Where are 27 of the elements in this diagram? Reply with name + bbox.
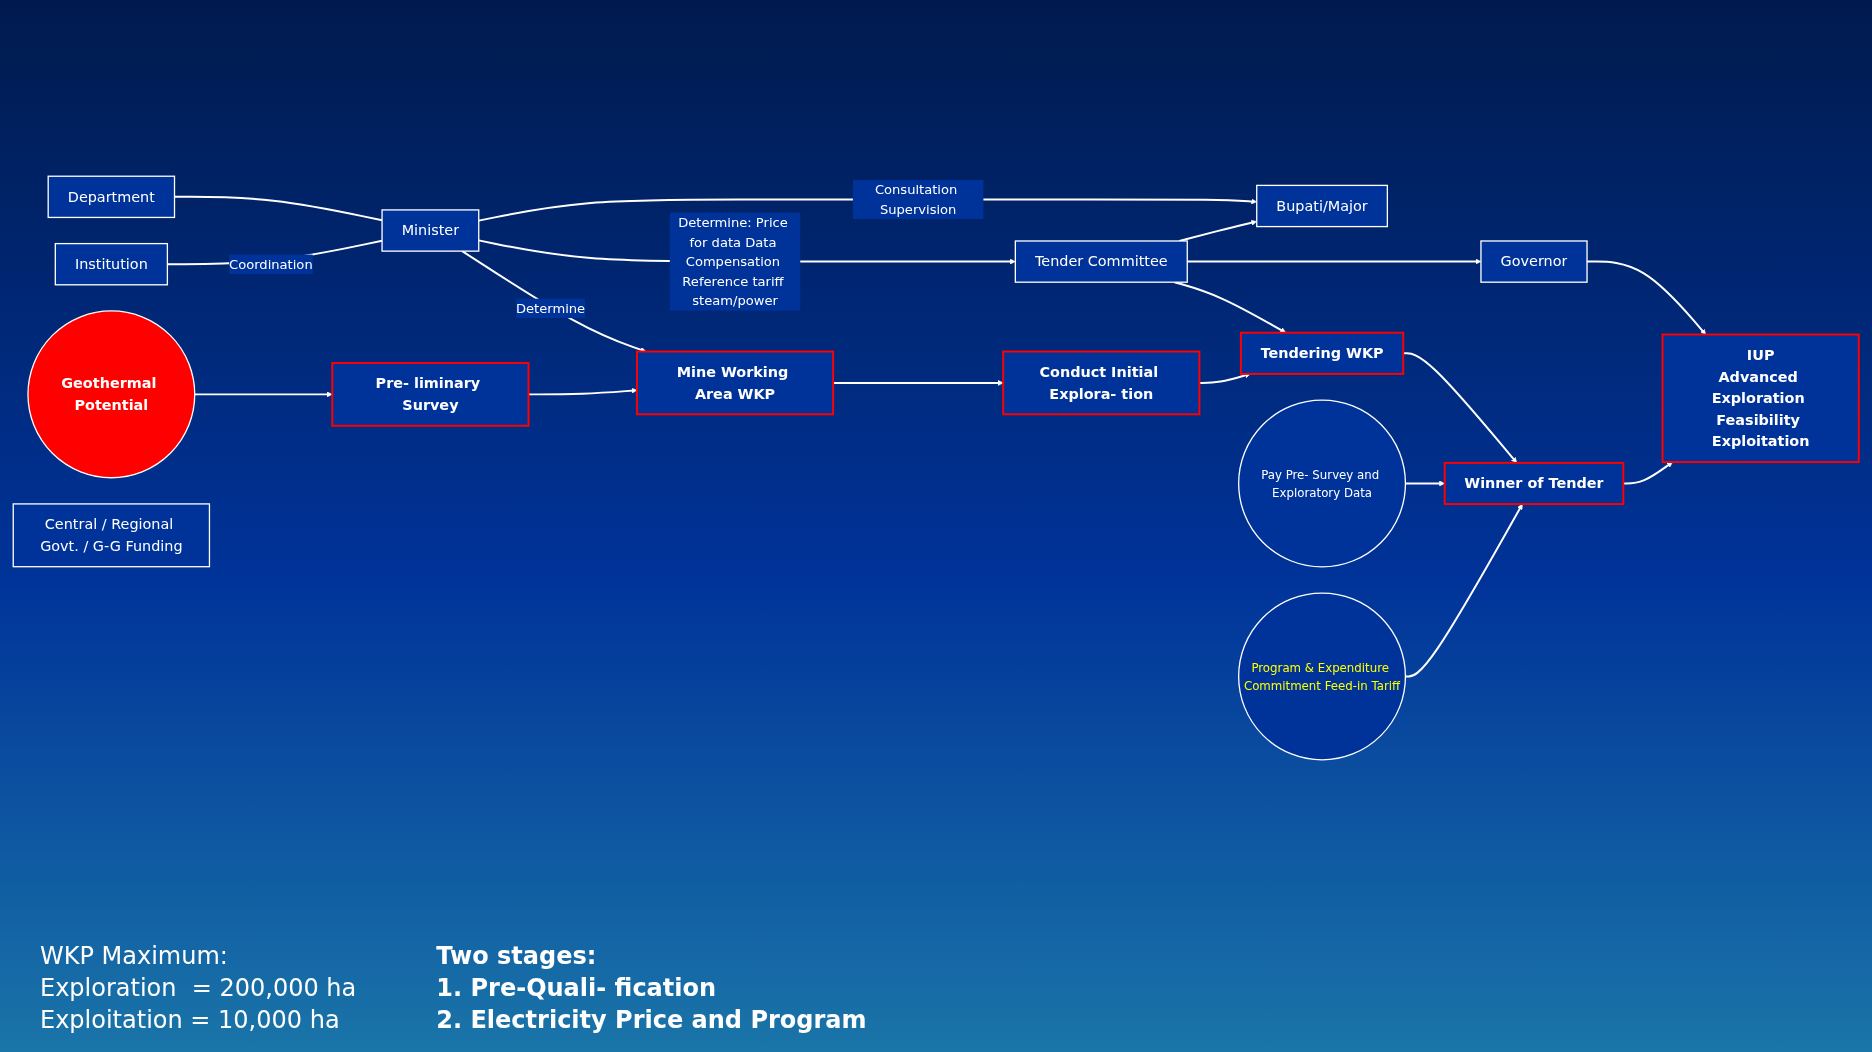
node-box: Pre- liminary Survey	[331, 361, 530, 427]
node-box: Institution	[54, 242, 169, 286]
node-box: IUP Advanced Exploration Feasibility Exploitation	[1661, 333, 1860, 463]
edge-label: Determine	[515, 300, 586, 317]
node-circle: Geothermal Potential	[27, 310, 196, 479]
edge-label: Determine: Price for data Data Compensation Reference tariff steam/power	[678, 214, 788, 309]
note-text: Exploration = 200,000 ha	[40, 974, 357, 1002]
edge-label: Coordination	[229, 256, 313, 273]
note-text: Two stages:	[436, 942, 598, 970]
node-box: Central / Regional Govt. / G-G Funding	[12, 503, 211, 568]
node-box: Minister	[381, 209, 480, 252]
node-box: Tendering WKP	[1239, 331, 1405, 375]
node-box: Tender Committee	[1014, 240, 1188, 283]
node-box: Governor	[1480, 240, 1588, 283]
note-text: WKP Maximum:	[40, 942, 229, 970]
note-text: Exploitation = 10,000 ha	[40, 1006, 341, 1034]
node-box: Mine Working Area WKP	[635, 350, 835, 416]
node-box: Bupati/Major	[1256, 184, 1388, 228]
node-box: Conduct Initial Explora- tion	[1002, 350, 1201, 416]
node-circle: Program & Expenditure Commitment Feed-in Tariff	[1238, 592, 1407, 761]
node-box: Department	[47, 175, 176, 219]
edge-label: Consultation Supervision	[874, 181, 958, 218]
note-text: 2. Electricity Price and Program	[436, 1006, 867, 1034]
note-text: 1. Pre-Quali- fication	[436, 974, 718, 1002]
node-box: Winner of Tender	[1443, 461, 1625, 506]
arrow	[461, 250, 647, 353]
node-circle: Pay Pre- Survey and Exploratory Data	[1238, 399, 1407, 568]
